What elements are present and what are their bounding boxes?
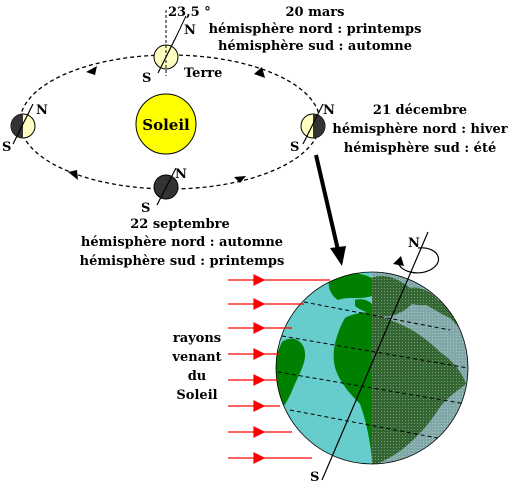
pole-north-december: N (323, 103, 335, 118)
september-date: 22 septembre (130, 217, 230, 232)
rays-line-1: rayons (173, 331, 221, 346)
earth-axis (12, 103, 34, 145)
september-south: hémisphère sud : printemps (80, 254, 285, 269)
pole-south-left: S (2, 140, 11, 155)
zoom-arrow (314, 154, 346, 266)
tilt-angle-label: 23,5 ° (168, 5, 211, 20)
pole-north-september: N (175, 167, 187, 182)
earth-march (153, 10, 187, 76)
pole-south-december: S (290, 140, 299, 155)
pole-north-march: N (184, 23, 196, 38)
rays-line-2: venant (171, 350, 221, 365)
march-south: hémisphère sud : automne (218, 39, 412, 54)
december-north: hémisphère nord : hiver (332, 122, 507, 137)
label-march: 20 mars hémisphère nord : printemps hémi… (209, 5, 422, 54)
tilted-axis-extension (175, 15, 187, 38)
pole-north-left: N (36, 103, 48, 118)
sun: Soleil (135, 93, 197, 155)
pole-south-september: S (141, 201, 150, 216)
orbit-arrow-top-left (86, 66, 97, 75)
rays-label: rayons venant du Soleil (171, 331, 221, 403)
rays-line-3: du (188, 369, 207, 384)
sun-disc (135, 93, 197, 155)
march-date: 20 mars (286, 5, 345, 20)
earth-label: Terre (184, 66, 222, 81)
rays-line-4: Soleil (176, 388, 217, 403)
earth-left (10, 103, 36, 145)
march-north: hémisphère nord : printemps (209, 22, 422, 37)
earth-axis (156, 167, 177, 206)
sun-rays (228, 274, 330, 464)
orbit-arrow-top-right (254, 67, 265, 78)
orbit-arrow-left-bottom (68, 170, 78, 180)
orbit-arrows (68, 66, 265, 183)
globe-pole-south: S (310, 470, 319, 485)
globe-axis (321, 231, 429, 481)
label-september: 22 septembre hémisphère nord : automne h… (80, 217, 285, 269)
december-date: 21 décembre (373, 103, 467, 118)
rotation-arrow (397, 247, 440, 274)
earth-december (300, 103, 326, 145)
label-december: 21 décembre hémisphère nord : hiver hémi… (332, 103, 507, 156)
orbit-arrow-bottom-right (234, 176, 246, 183)
latitude-lines (277, 301, 468, 441)
earth-axis (302, 103, 324, 145)
earth-september (153, 167, 179, 206)
globe (275, 231, 469, 481)
continents-lit (276, 272, 372, 460)
sun-label: Soleil (142, 116, 190, 134)
globe-pole-north: N (408, 236, 420, 251)
september-north: hémisphère nord : automne (81, 235, 283, 250)
pole-south-march: S (142, 71, 151, 86)
december-south: hémisphère sud : été (344, 141, 496, 156)
earth-axis (157, 36, 177, 74)
